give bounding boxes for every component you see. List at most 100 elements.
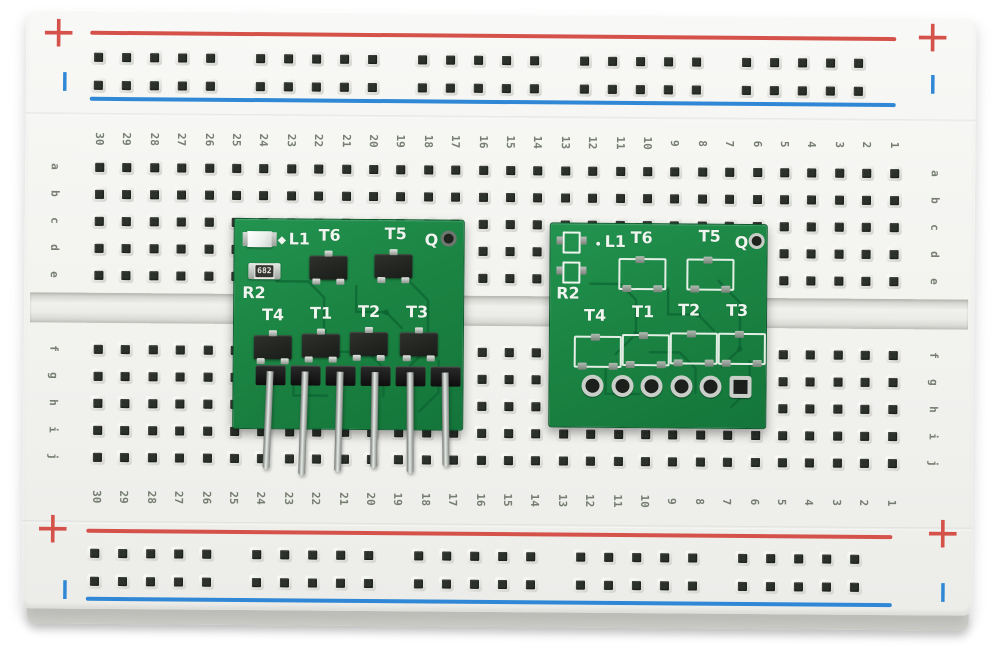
breadboard-hole bbox=[633, 54, 649, 70]
breadboard-hole bbox=[393, 189, 409, 205]
breadboard-hole bbox=[530, 163, 546, 179]
breadboard-hole bbox=[831, 273, 847, 289]
column-number-19: 19 bbox=[394, 134, 408, 148]
breadboard-hole bbox=[91, 49, 107, 65]
breadboard-hole bbox=[884, 456, 900, 472]
row-letter-j: j bbox=[46, 453, 60, 460]
breadboard-hole bbox=[886, 193, 902, 209]
breadboard-hole bbox=[637, 454, 653, 470]
breadboard-hole bbox=[471, 52, 487, 68]
breadboard-hole bbox=[583, 426, 599, 442]
transistor-label-T6: T6 bbox=[318, 225, 341, 245]
led-footprint bbox=[556, 231, 587, 254]
breadboard-hole bbox=[628, 578, 645, 594]
breadboard-hole bbox=[735, 550, 751, 566]
transistor-label-T1: T1 bbox=[632, 302, 655, 322]
bottom-rail-positive-line bbox=[86, 528, 893, 540]
breadboard-hole bbox=[530, 217, 546, 233]
breadboard-hole bbox=[172, 423, 188, 439]
breadboard-hole bbox=[601, 549, 617, 565]
breadboard-hole bbox=[338, 161, 354, 177]
breadboard-hole bbox=[256, 188, 272, 204]
breadboard-hole bbox=[495, 548, 511, 565]
column-number-29: 29 bbox=[120, 132, 134, 146]
breadboard-hole bbox=[638, 427, 654, 443]
breadboard-hole bbox=[747, 427, 763, 444]
transistor-label-T3: T3 bbox=[726, 300, 749, 320]
breadboard-hole bbox=[277, 547, 293, 563]
breadboard-hole bbox=[144, 423, 161, 439]
breadboard-hole bbox=[763, 551, 779, 567]
column-number-20: 20 bbox=[364, 492, 378, 506]
breadboard-hole bbox=[884, 429, 900, 445]
breadboard-hole bbox=[90, 422, 106, 438]
breadboard-hole bbox=[117, 449, 133, 466]
breadboard-hole bbox=[174, 160, 190, 176]
column-number-15: 15 bbox=[503, 135, 517, 149]
column-number-16: 16 bbox=[473, 493, 487, 507]
transistor-label-T1: T1 bbox=[310, 303, 333, 323]
breadboard-hole bbox=[410, 576, 427, 592]
resistor-label-R2: R2 bbox=[242, 282, 266, 303]
column-number-3: 3 bbox=[832, 141, 846, 149]
breadboard-hole bbox=[640, 164, 656, 180]
breadboard-hole bbox=[858, 219, 875, 235]
breadboard-hole bbox=[90, 77, 106, 93]
breadboard-hole bbox=[528, 426, 544, 442]
column-number-18: 18 bbox=[421, 134, 435, 149]
top-rail-plus-left: + bbox=[40, 6, 78, 58]
row-letter-e: e bbox=[927, 278, 941, 285]
breadboard-hole bbox=[172, 396, 188, 412]
row-letter-g: g bbox=[47, 372, 61, 379]
row-letter-f: f bbox=[47, 345, 61, 352]
column-number-13: 13 bbox=[555, 493, 569, 508]
breadboard-hole bbox=[147, 50, 163, 66]
row-letter-a: a bbox=[48, 163, 62, 170]
breadboard-hole bbox=[305, 547, 321, 563]
breadboard-hole bbox=[283, 188, 299, 204]
column-number-4: 4 bbox=[802, 499, 816, 506]
breadboard-hole bbox=[280, 79, 296, 95]
breadboard-hole bbox=[501, 426, 517, 442]
sot23-transistor bbox=[399, 327, 438, 362]
breadboard-hole bbox=[311, 188, 327, 204]
breadboard-hole bbox=[632, 82, 648, 98]
breadboard-hole bbox=[605, 53, 621, 69]
breadboard-hole bbox=[502, 271, 518, 287]
breadboard-hole bbox=[145, 396, 161, 412]
breadboard-hole bbox=[738, 82, 754, 98]
breadboard-hole bbox=[470, 80, 486, 96]
led-label: L1 bbox=[604, 231, 627, 251]
top-rail-positive-line bbox=[90, 30, 897, 42]
breadboard-hole bbox=[665, 454, 681, 470]
top-rail-negative-line bbox=[89, 96, 896, 108]
transistor-label-T2: T2 bbox=[358, 301, 381, 322]
breadboard-hole bbox=[142, 574, 159, 590]
breadboard-hole bbox=[639, 191, 656, 207]
breadboard-hole bbox=[498, 80, 514, 97]
breadboard-hole bbox=[804, 192, 820, 208]
breadboard-hole bbox=[762, 579, 779, 595]
breadboard-hole bbox=[803, 273, 819, 289]
breadboard-hole bbox=[393, 162, 409, 178]
breadboard-hole bbox=[776, 192, 793, 208]
led-marker: ◆ bbox=[277, 233, 287, 247]
breadboard-hole bbox=[557, 163, 574, 179]
breadboard-hole bbox=[473, 398, 490, 414]
breadboard-hole bbox=[91, 240, 107, 256]
breadboard-hole bbox=[576, 81, 592, 97]
breadboard-hole bbox=[420, 162, 437, 178]
breadboard-hole bbox=[610, 426, 626, 442]
led-L1 bbox=[246, 231, 273, 248]
row-letter-i: i bbox=[46, 426, 60, 433]
column-number-9: 9 bbox=[665, 497, 679, 505]
breadboard-hole bbox=[202, 78, 218, 94]
breadboard-hole bbox=[173, 268, 189, 284]
breadboard-hole bbox=[734, 578, 751, 594]
breadboard-hole bbox=[886, 220, 902, 236]
breadboard-hole bbox=[858, 246, 874, 262]
breadboard-hole bbox=[803, 246, 820, 262]
